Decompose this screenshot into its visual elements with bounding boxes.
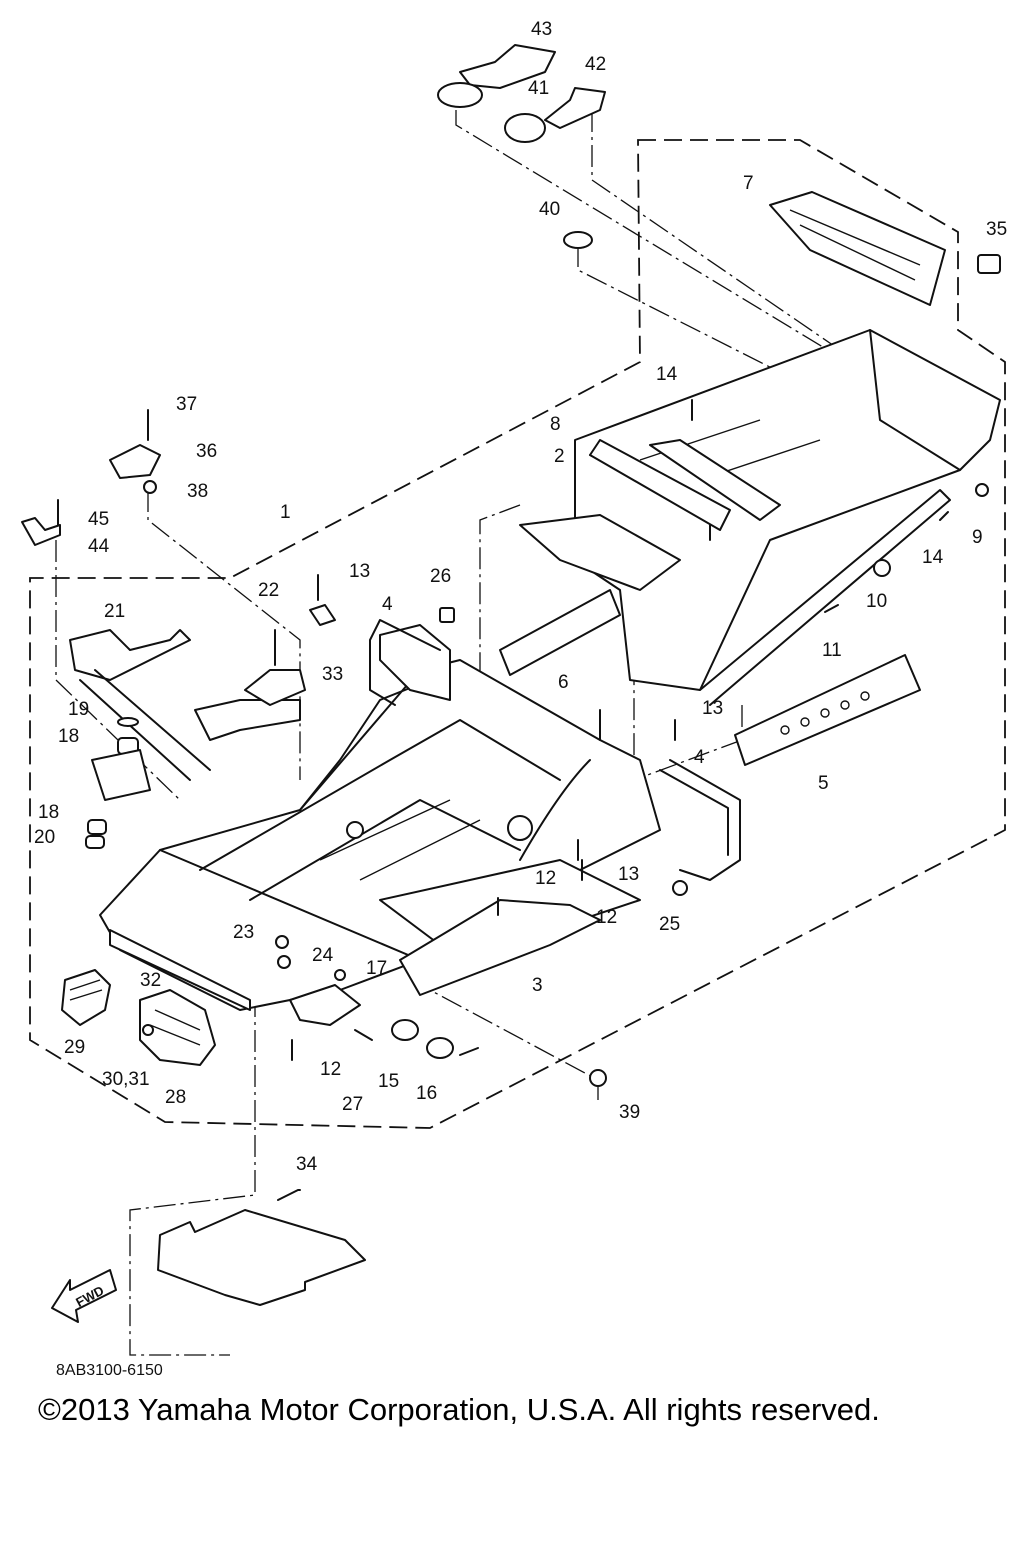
callout: 40 bbox=[539, 199, 560, 220]
callout: 1 bbox=[280, 502, 291, 523]
callout: 44 bbox=[88, 536, 110, 557]
callout: 33 bbox=[322, 664, 343, 685]
part-35-cap bbox=[977, 254, 1001, 274]
callout: 38 bbox=[187, 481, 208, 502]
part-4-handles bbox=[369, 619, 741, 881]
callout: 15 bbox=[378, 1071, 399, 1092]
part-34-mat bbox=[157, 1189, 366, 1306]
callout: 36 bbox=[196, 441, 217, 462]
callout: 29 bbox=[64, 1037, 85, 1058]
callout: 42 bbox=[585, 54, 606, 75]
callout: 13 bbox=[349, 561, 370, 582]
fasteners bbox=[21, 399, 693, 1087]
callout: 23 bbox=[233, 922, 254, 943]
callout: 12 bbox=[535, 868, 556, 889]
callout: 17 bbox=[366, 958, 387, 979]
callout: 22 bbox=[258, 580, 279, 601]
part-26-nut bbox=[439, 607, 455, 623]
callout: 16 bbox=[416, 1083, 437, 1104]
boots bbox=[61, 969, 216, 1066]
callout: 43 bbox=[531, 19, 552, 40]
drawing-code: 8AB3100-6150 bbox=[56, 1362, 163, 1379]
callout-labels: 43 42 41 7 40 35 37 36 38 45 44 14 8 2 9… bbox=[34, 19, 1007, 1175]
callout: 37 bbox=[176, 394, 197, 415]
callout: 25 bbox=[659, 914, 680, 935]
part-21-bumper bbox=[69, 629, 301, 781]
callout: 30,31 bbox=[102, 1069, 150, 1090]
callout: 10 bbox=[866, 591, 887, 612]
callout: 28 bbox=[165, 1087, 186, 1108]
spindles bbox=[85, 717, 151, 849]
part-3-skid-plate bbox=[399, 899, 601, 996]
callout: 14 bbox=[922, 547, 944, 568]
callout: 7 bbox=[743, 173, 754, 194]
callout: 4 bbox=[694, 747, 705, 768]
part-40-grommet bbox=[563, 231, 593, 249]
fwd-arrow-icon: FWD bbox=[51, 1269, 117, 1323]
part-33-plate bbox=[244, 669, 306, 706]
callout: 11 bbox=[822, 640, 842, 661]
callout: 21 bbox=[104, 601, 125, 622]
copyright-notice: ©2013 Yamaha Motor Corporation, U.S.A. A… bbox=[38, 1392, 880, 1427]
lower-arms bbox=[289, 969, 479, 1059]
callout: 45 bbox=[88, 509, 109, 530]
callout: 32 bbox=[140, 970, 161, 991]
assembly-boundary-rear bbox=[29, 139, 1006, 1129]
callout: 8 bbox=[550, 414, 561, 435]
part-cushions bbox=[437, 44, 606, 143]
part-8-rail bbox=[589, 439, 781, 531]
callout: 41 bbox=[528, 78, 549, 99]
part-7-bracket bbox=[769, 191, 946, 306]
callout: 20 bbox=[34, 827, 55, 848]
callout: 13 bbox=[702, 698, 723, 719]
callout: 5 bbox=[818, 773, 829, 794]
side-rails bbox=[499, 589, 921, 766]
callout: 24 bbox=[312, 945, 334, 966]
callout: 18 bbox=[38, 802, 59, 823]
callout: 2 bbox=[554, 446, 565, 467]
callout: 12 bbox=[320, 1059, 341, 1080]
rods bbox=[699, 483, 989, 706]
rear-deck bbox=[519, 329, 1001, 691]
callout: 4 bbox=[382, 594, 393, 615]
callout: 12 bbox=[596, 907, 617, 928]
callout: 9 bbox=[972, 527, 983, 548]
callout: 26 bbox=[430, 566, 451, 587]
callout: 18 bbox=[58, 726, 79, 747]
callout: 19 bbox=[68, 699, 89, 720]
callout: 14 bbox=[656, 364, 678, 385]
callout: 34 bbox=[296, 1154, 318, 1175]
callout: 13 bbox=[618, 864, 639, 885]
callout: 39 bbox=[619, 1102, 640, 1123]
callout: 35 bbox=[986, 219, 1007, 240]
callout: 3 bbox=[532, 975, 543, 996]
main-frame bbox=[99, 624, 661, 1011]
callout: 6 bbox=[558, 672, 569, 693]
callout: 27 bbox=[342, 1094, 363, 1115]
